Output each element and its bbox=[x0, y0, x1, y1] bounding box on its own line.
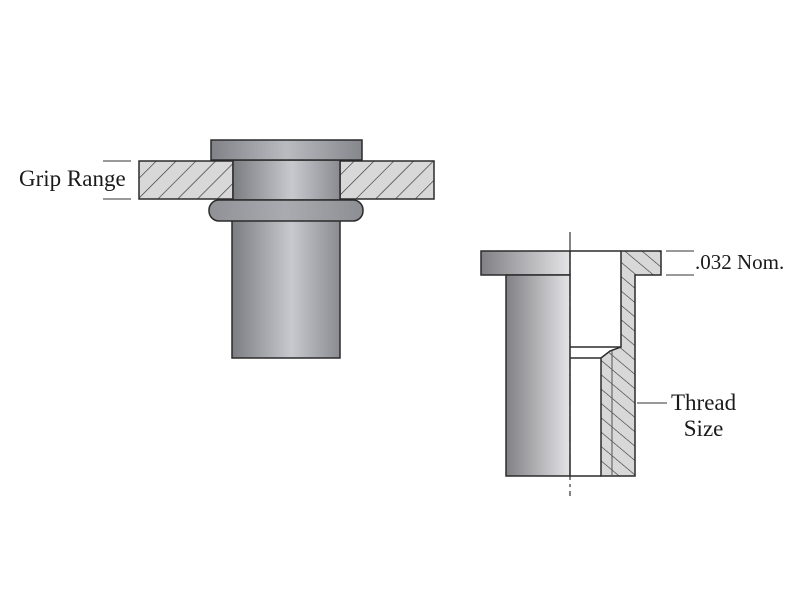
section-body-exterior bbox=[505, 274, 571, 477]
thread-size-label: Thread Size bbox=[671, 390, 736, 442]
grip-range-label: Grip Range bbox=[19, 166, 126, 191]
installed-rivet-nut bbox=[103, 139, 435, 359]
rivet-lower-body bbox=[231, 219, 341, 359]
left-sheet-plate bbox=[138, 160, 234, 200]
rivet-bulge bbox=[208, 199, 364, 222]
rivet-nut-cross-section bbox=[480, 232, 694, 496]
thread-size-line1: Thread bbox=[671, 390, 737, 415]
flange-thickness-label: .032 Nom. bbox=[695, 250, 785, 274]
right-sheet-plate bbox=[339, 160, 435, 200]
section-wall-hatched bbox=[600, 250, 662, 477]
section-flange-exterior bbox=[480, 250, 571, 276]
thread-size-line2: Size bbox=[683, 416, 724, 441]
rivet-head bbox=[210, 139, 363, 161]
rivet-body-in-hole bbox=[232, 159, 341, 201]
